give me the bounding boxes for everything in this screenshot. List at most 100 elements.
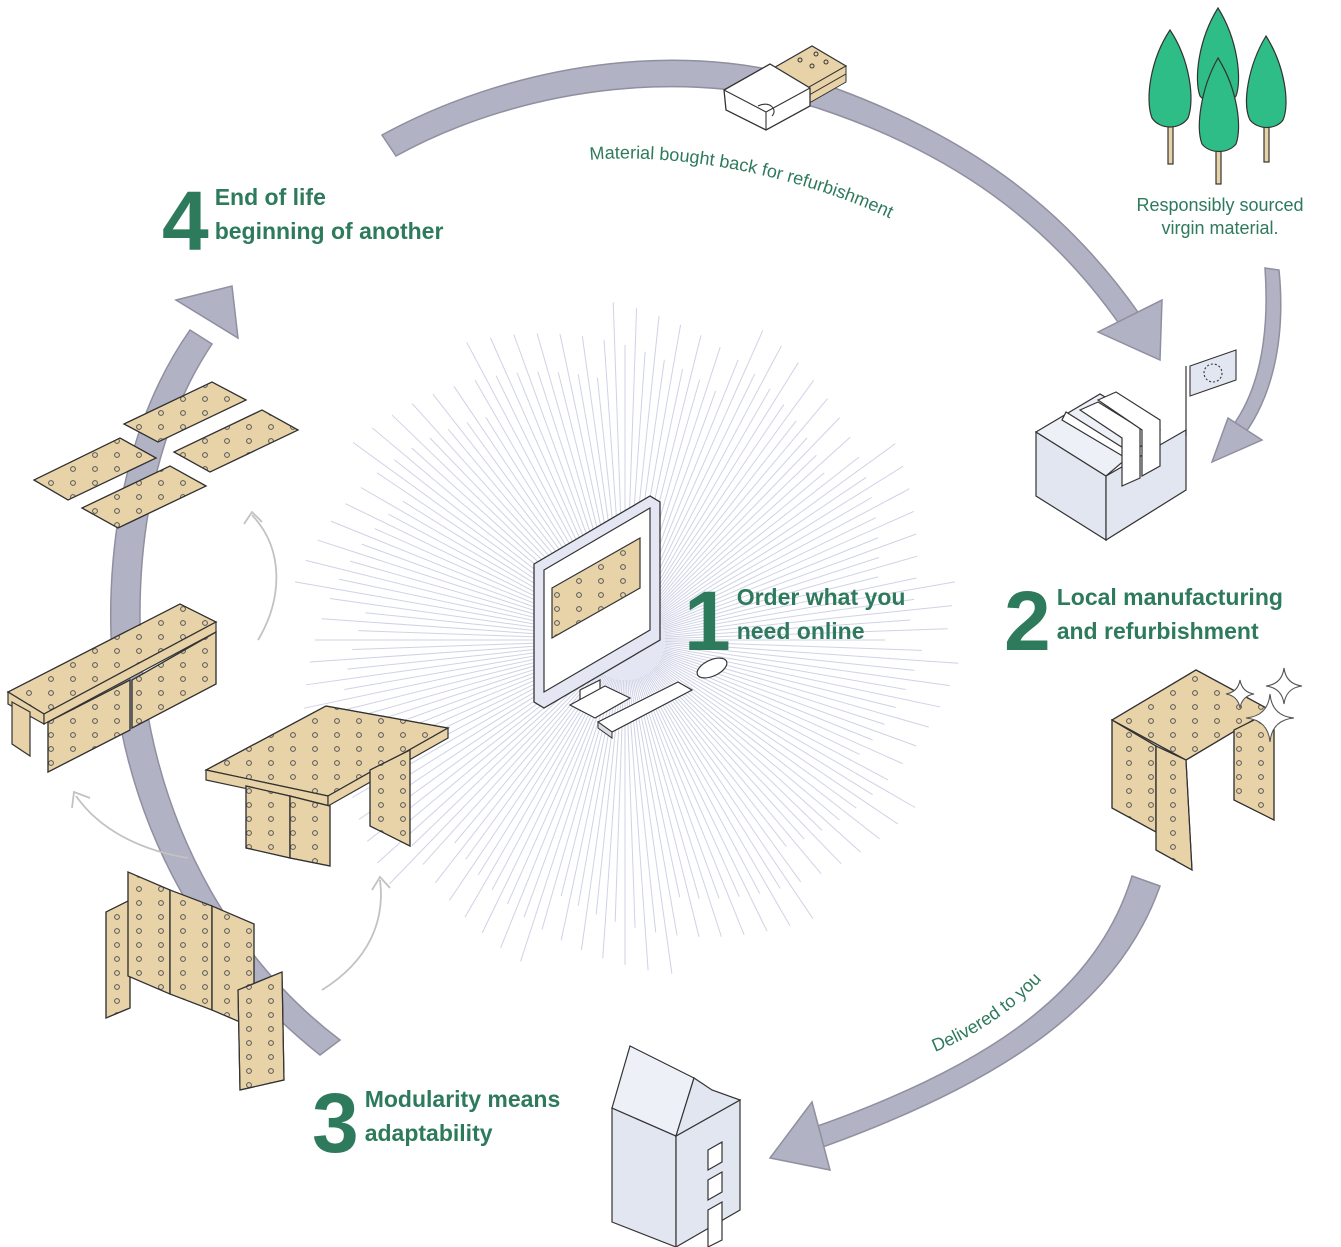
ray (664, 642, 959, 664)
buy-back-label: Material bought back for refurbishment (589, 142, 897, 222)
ray (630, 679, 673, 974)
ray (644, 674, 791, 927)
step-4-line1: End of life (214, 184, 326, 210)
ray (662, 533, 917, 627)
ray (661, 537, 879, 626)
ray (659, 659, 916, 808)
step-3-line1: Modularity means (364, 1086, 561, 1112)
ray (644, 388, 771, 606)
ray (500, 676, 611, 949)
ray (650, 398, 828, 610)
ray (411, 667, 597, 846)
ray (651, 437, 808, 611)
step-3-modularity: 3 Modularity means adaptability (312, 1076, 560, 1170)
ray (645, 673, 781, 889)
ray (464, 674, 606, 918)
flat-panels (32, 381, 300, 529)
ray (657, 663, 857, 809)
ray (662, 651, 885, 725)
step-1-line2: need online (736, 618, 865, 644)
ray (422, 669, 599, 865)
ray (658, 465, 904, 620)
ray (660, 517, 876, 623)
ray (663, 555, 918, 630)
ray (652, 417, 841, 612)
ray (664, 605, 953, 637)
ray (560, 678, 616, 897)
ray (645, 362, 799, 607)
ray (664, 647, 941, 708)
ray (659, 497, 873, 621)
ray (663, 649, 896, 708)
step-3-line2: adaptability (364, 1120, 493, 1146)
ray (661, 511, 914, 625)
standing-panels (105, 871, 285, 1091)
ray (448, 672, 604, 901)
step-1-order-online: 1 Order what you need online (684, 574, 905, 668)
step-4-end-of-life: 4 End of life beginning of another (162, 174, 444, 268)
ray (653, 454, 817, 613)
step-1-number: 1 (684, 574, 731, 668)
ray (654, 666, 861, 853)
factory-icon (1034, 366, 1187, 542)
material-stack-icon (723, 45, 848, 131)
ray (657, 443, 896, 617)
ray (648, 672, 802, 883)
step-4-number: 4 (162, 174, 209, 268)
eu-flag-icon (1189, 349, 1237, 397)
ray (639, 676, 745, 936)
step-4-line2: beginning of another (214, 218, 444, 244)
trees-icon (1148, 6, 1287, 185)
sourced-material-label: Responsibly sourced virgin material. (1112, 194, 1328, 240)
ray (656, 664, 880, 840)
cycle-arrows (110, 59, 1282, 1171)
ray (640, 330, 764, 604)
ray (654, 436, 851, 614)
ray (646, 672, 814, 919)
ray (634, 678, 700, 938)
ray (631, 679, 678, 936)
table-large (204, 705, 450, 867)
sourced-line2: virgin material. (1161, 218, 1279, 238)
ray (646, 404, 785, 608)
ray (643, 675, 761, 894)
house-icon (611, 1045, 742, 1247)
ray (657, 661, 899, 825)
ray (664, 619, 911, 638)
step-2-number: 2 (1004, 574, 1051, 668)
ray (454, 670, 600, 844)
ray (664, 577, 917, 633)
ray (660, 658, 889, 781)
ray (663, 576, 879, 631)
ray (664, 645, 950, 687)
ray (664, 628, 948, 640)
sparkle-icon (1225, 667, 1303, 743)
ray (660, 657, 860, 755)
step-3-number: 3 (312, 1076, 359, 1170)
ray (657, 476, 867, 619)
computer-icon (533, 495, 728, 739)
ray (481, 675, 608, 934)
refurbished-furniture (1110, 669, 1275, 872)
ray (635, 678, 700, 899)
ray (652, 668, 842, 865)
ray (664, 640, 922, 651)
adapt-arrows (71, 510, 391, 991)
ray (664, 598, 915, 635)
step-2-local-manufacturing: 2 Local manufacturing and refurbishment (1004, 574, 1283, 668)
ray (628, 679, 657, 933)
ray (664, 646, 906, 690)
table-small (6, 603, 218, 773)
ray (649, 420, 797, 609)
ray (650, 670, 822, 874)
ray (640, 676, 740, 897)
ray (627, 679, 649, 971)
ray (642, 675, 768, 932)
sourced-line1: Responsibly sourced (1136, 195, 1304, 215)
step-1-line1: Order what you (736, 584, 906, 610)
ray (643, 345, 782, 605)
ray (389, 668, 598, 885)
step-2-line1: Local manufacturing (1056, 584, 1283, 610)
ray (636, 677, 722, 937)
